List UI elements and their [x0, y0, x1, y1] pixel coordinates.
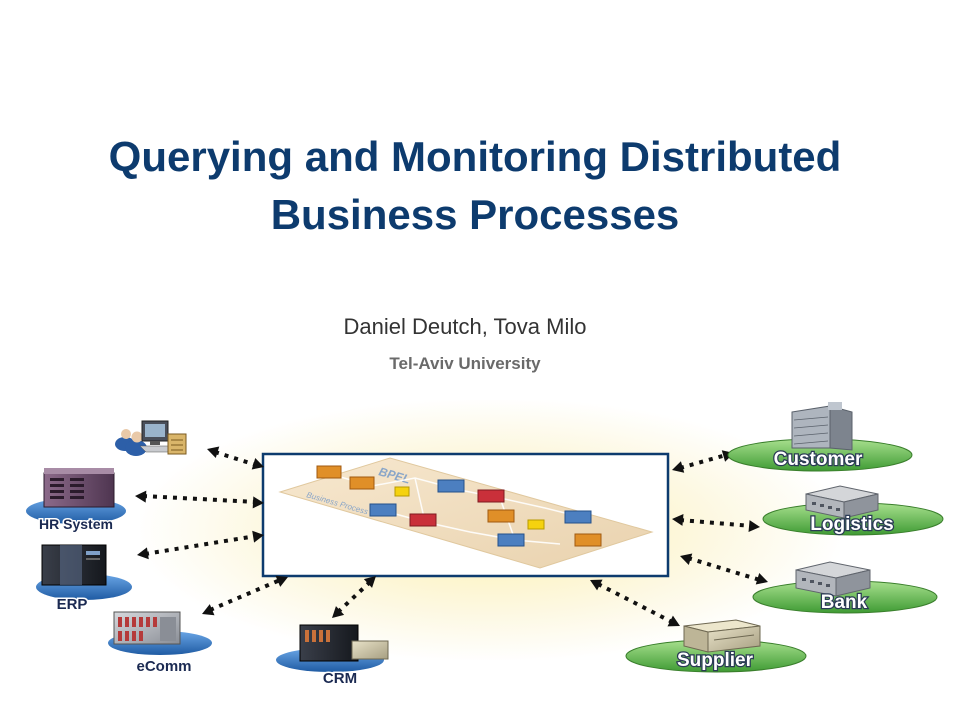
- affiliation: Tel-Aviv University: [389, 354, 541, 373]
- erp-node: ERP: [36, 544, 132, 615]
- task-block: [409, 513, 437, 527]
- erp-label: ERP: [57, 596, 88, 613]
- connector-users: [214, 450, 257, 467]
- task-block: [487, 509, 515, 523]
- task-block: [497, 533, 525, 547]
- connector-bank: [687, 556, 761, 582]
- supplier-server-icon: [683, 619, 761, 653]
- process-tasks: [316, 465, 602, 547]
- hr-system-label: HR System: [39, 516, 113, 532]
- title-line-1: Querying and Monitoring Distributed: [108, 133, 842, 180]
- bank-node: Bank: [752, 561, 938, 614]
- connector-ecomm: [209, 578, 281, 612]
- server-icon: [43, 468, 115, 508]
- warehouse-icon: [805, 485, 879, 519]
- connector-logistics: [679, 518, 753, 528]
- authors: Daniel Deutch, Tova Milo: [343, 314, 587, 339]
- bank-label: Bank: [821, 592, 868, 613]
- bpel-process-box: BPEL Business Process: [261, 452, 670, 578]
- logistics-node: Logistics: [762, 485, 944, 536]
- task-block: [477, 489, 505, 503]
- slide-title: Querying and Monitoring Distributed Busi…: [30, 128, 920, 244]
- ecomm-label: eComm: [136, 658, 191, 675]
- rack-server-icon: [113, 611, 181, 645]
- customer-label: Customer: [774, 449, 863, 470]
- supplier-label: Supplier: [677, 650, 754, 671]
- logistics-label: Logistics: [810, 514, 893, 535]
- task-block: [349, 476, 375, 490]
- connector-supplier: [597, 582, 673, 624]
- task-block: [574, 533, 602, 547]
- task-block: [369, 503, 397, 517]
- supplier-node: Supplier: [625, 619, 807, 673]
- crm-node: CRM: [276, 624, 389, 689]
- crm-label: CRM: [323, 670, 357, 687]
- task-block: [564, 510, 592, 524]
- business-process-sheet: BPEL Business Process: [278, 457, 654, 569]
- mainframe-icon: [41, 544, 107, 586]
- connector-customer: [679, 453, 727, 470]
- task-block: [316, 465, 342, 479]
- connector-erp: [144, 534, 257, 556]
- users-workstation-icon: [115, 420, 187, 456]
- customer-node: Customer: [727, 402, 913, 472]
- office-building-icon: [791, 402, 853, 451]
- connector-arrowheads: [135, 446, 768, 627]
- bank-building-icon: [795, 561, 871, 597]
- title-line-2: Business Processes: [270, 191, 680, 238]
- connectors: [142, 450, 761, 624]
- task-block: [394, 486, 410, 497]
- task-block: [437, 479, 465, 493]
- connector-crm: [336, 580, 372, 614]
- task-block: [527, 519, 545, 530]
- connector-hr: [142, 494, 257, 504]
- hr-system-node: HR System: [26, 468, 126, 534]
- ecomm-node: eComm: [108, 611, 212, 677]
- server-tower-icon: [299, 624, 389, 662]
